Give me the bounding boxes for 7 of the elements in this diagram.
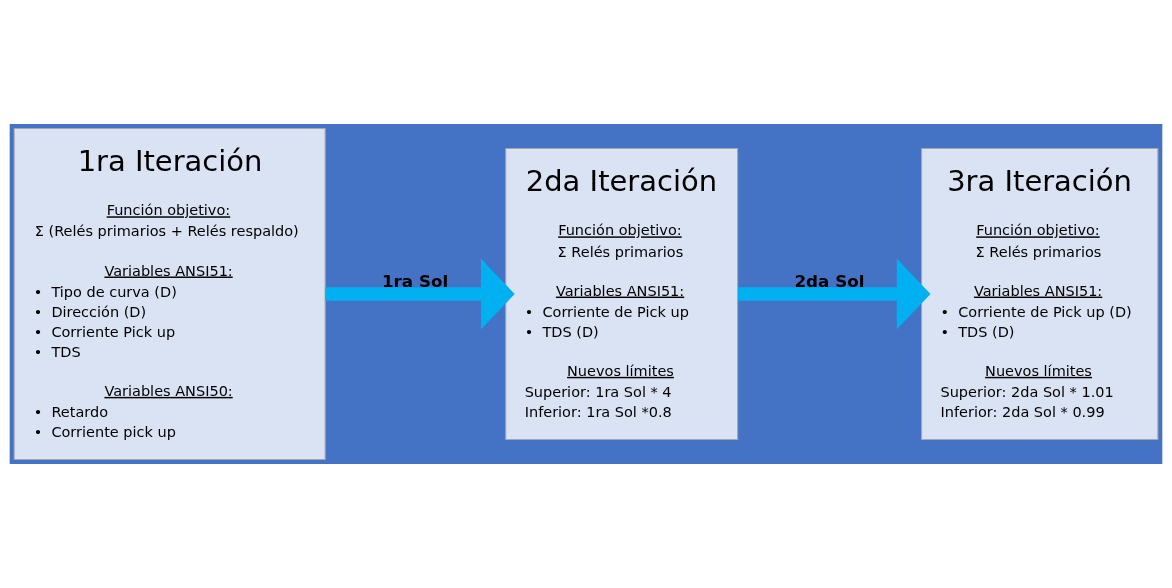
node-box: 1ra Iteración Función objetivo: Σ (Relés primarios + Relés respaldo) Variables ANSI51: • Tipo de curva (D) • Dirección (D) • Corriente Pick up • TDS Variables ANSI50: • Retardo • Corriente pick up: [13, 127, 326, 461]
node-box: 2da Iteración Función objetivo: Σ Relés primarios Variables ANSI51: • Corriente de Pick up • TDS (D) Nuevos límites Superior: 1ra Sol * 4 Inferior: 1ra Sol *0.8: [505, 147, 739, 441]
arrow: [738, 258, 931, 330]
arrow: [325, 258, 515, 330]
edge-label: 2da Sol: [794, 271, 865, 292]
node-box: 3ra Iteración Función objetivo: Σ Relés primarios Variables ANSI51: • Corriente de Pick up (D) • TDS (D) Nuevos límites Superior: 2da Sol * 1.01 Inferior: 2da Sol * 0.99: [921, 147, 1159, 441]
edge-label: 1ra Sol: [382, 271, 449, 292]
